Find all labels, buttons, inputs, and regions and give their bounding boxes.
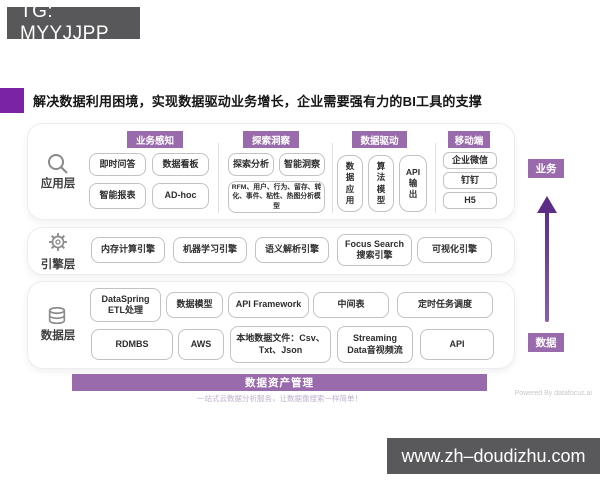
engine-box-semantic-parsing: 语义解析引擎 — [255, 237, 329, 263]
column-divider — [332, 143, 333, 213]
up-arrow-icon — [537, 196, 557, 213]
app-box-wecom: 企业微信 — [443, 152, 497, 169]
page-title: 解决数据利用困境，实现数据驱动业务增长，企业需要强有力的BI工具的支撑 — [33, 94, 483, 109]
data-box-api: API — [420, 329, 494, 360]
title-bullet-square — [0, 88, 24, 113]
app-box-api-output: API 输 出 — [399, 155, 427, 212]
data-box-api-framework: API Framework — [228, 292, 309, 318]
database-icon — [48, 306, 66, 325]
app-box-analysis-models: RFM、用户、行为、留存、转化、事件、粘性、热图分析模型 — [228, 181, 325, 213]
data-asset-management-bar: 数据资产管理 — [72, 374, 487, 391]
app-box-adhoc: AD-hoc — [152, 183, 209, 209]
app-box-explore-analysis: 探索分析 — [228, 153, 274, 176]
slogan-caption: 一站式云数据分析服务，让数据像搜索一样简单！ — [197, 394, 362, 403]
engine-box-focus-search: Focus Search 搜索引擎 — [337, 234, 412, 266]
up-arrow-shaft — [545, 210, 549, 322]
app-box-h5: H5 — [443, 192, 497, 209]
side-badge-business: 业务 — [528, 159, 564, 178]
powered-by-text: Powered By datafocus.ai — [514, 390, 592, 397]
data-box-scheduled-tasks: 定时任务调度 — [397, 292, 493, 318]
side-badge-data: 数据 — [528, 333, 564, 352]
telegram-watermark-badge: TG: MYYJJPP — [7, 1, 140, 44]
app-box-instant-qa: 即时问答 — [89, 153, 146, 176]
column-header-mobile: 移动端 — [448, 131, 490, 148]
column-header-data-driven: 数据驱动 — [352, 131, 407, 148]
data-layer-label: 数据层 — [40, 330, 76, 342]
column-header-business-sense: 业务感知 — [127, 131, 183, 148]
data-box-local-files: 本地数据文件：Csv、 Txt、Json — [230, 326, 331, 363]
data-box-aws: AWS — [178, 329, 224, 360]
data-box-dataspring-etl: DataSpring ETL处理 — [90, 288, 161, 322]
app-box-data-application: 数 据 应 用 — [337, 155, 363, 212]
column-divider — [218, 143, 219, 213]
app-box-data-dashboard: 数据看板 — [152, 153, 209, 176]
engine-layer-label: 引擎层 — [40, 259, 76, 271]
app-box-dingtalk: 钉钉 — [443, 172, 497, 189]
website-watermark: www.zh–doudizhu.com — [387, 438, 600, 474]
engine-box-visualization: 可视化引擎 — [417, 237, 492, 263]
engine-box-machine-learning: 机器学习引擎 — [173, 237, 247, 263]
app-box-algorithm-model: 算 法 模 型 — [368, 155, 394, 212]
data-box-streaming-data: Streaming Data音视频流 — [337, 326, 413, 363]
data-box-intermediate-table: 中间表 — [313, 292, 389, 318]
magnifier-icon — [48, 154, 68, 174]
data-box-data-model: 数据模型 — [166, 292, 223, 318]
application-layer-label: 应用层 — [40, 178, 76, 190]
app-box-smart-report: 智能报表 — [89, 183, 146, 209]
column-divider — [435, 143, 436, 213]
engine-box-memory-compute: 内存计算引擎 — [91, 237, 165, 263]
column-header-explore-insight: 探索洞察 — [243, 131, 299, 148]
gear-icon — [49, 233, 67, 251]
data-box-rdmbs: RDMBS — [91, 329, 173, 360]
app-box-smart-insight: 智能洞察 — [279, 153, 325, 176]
